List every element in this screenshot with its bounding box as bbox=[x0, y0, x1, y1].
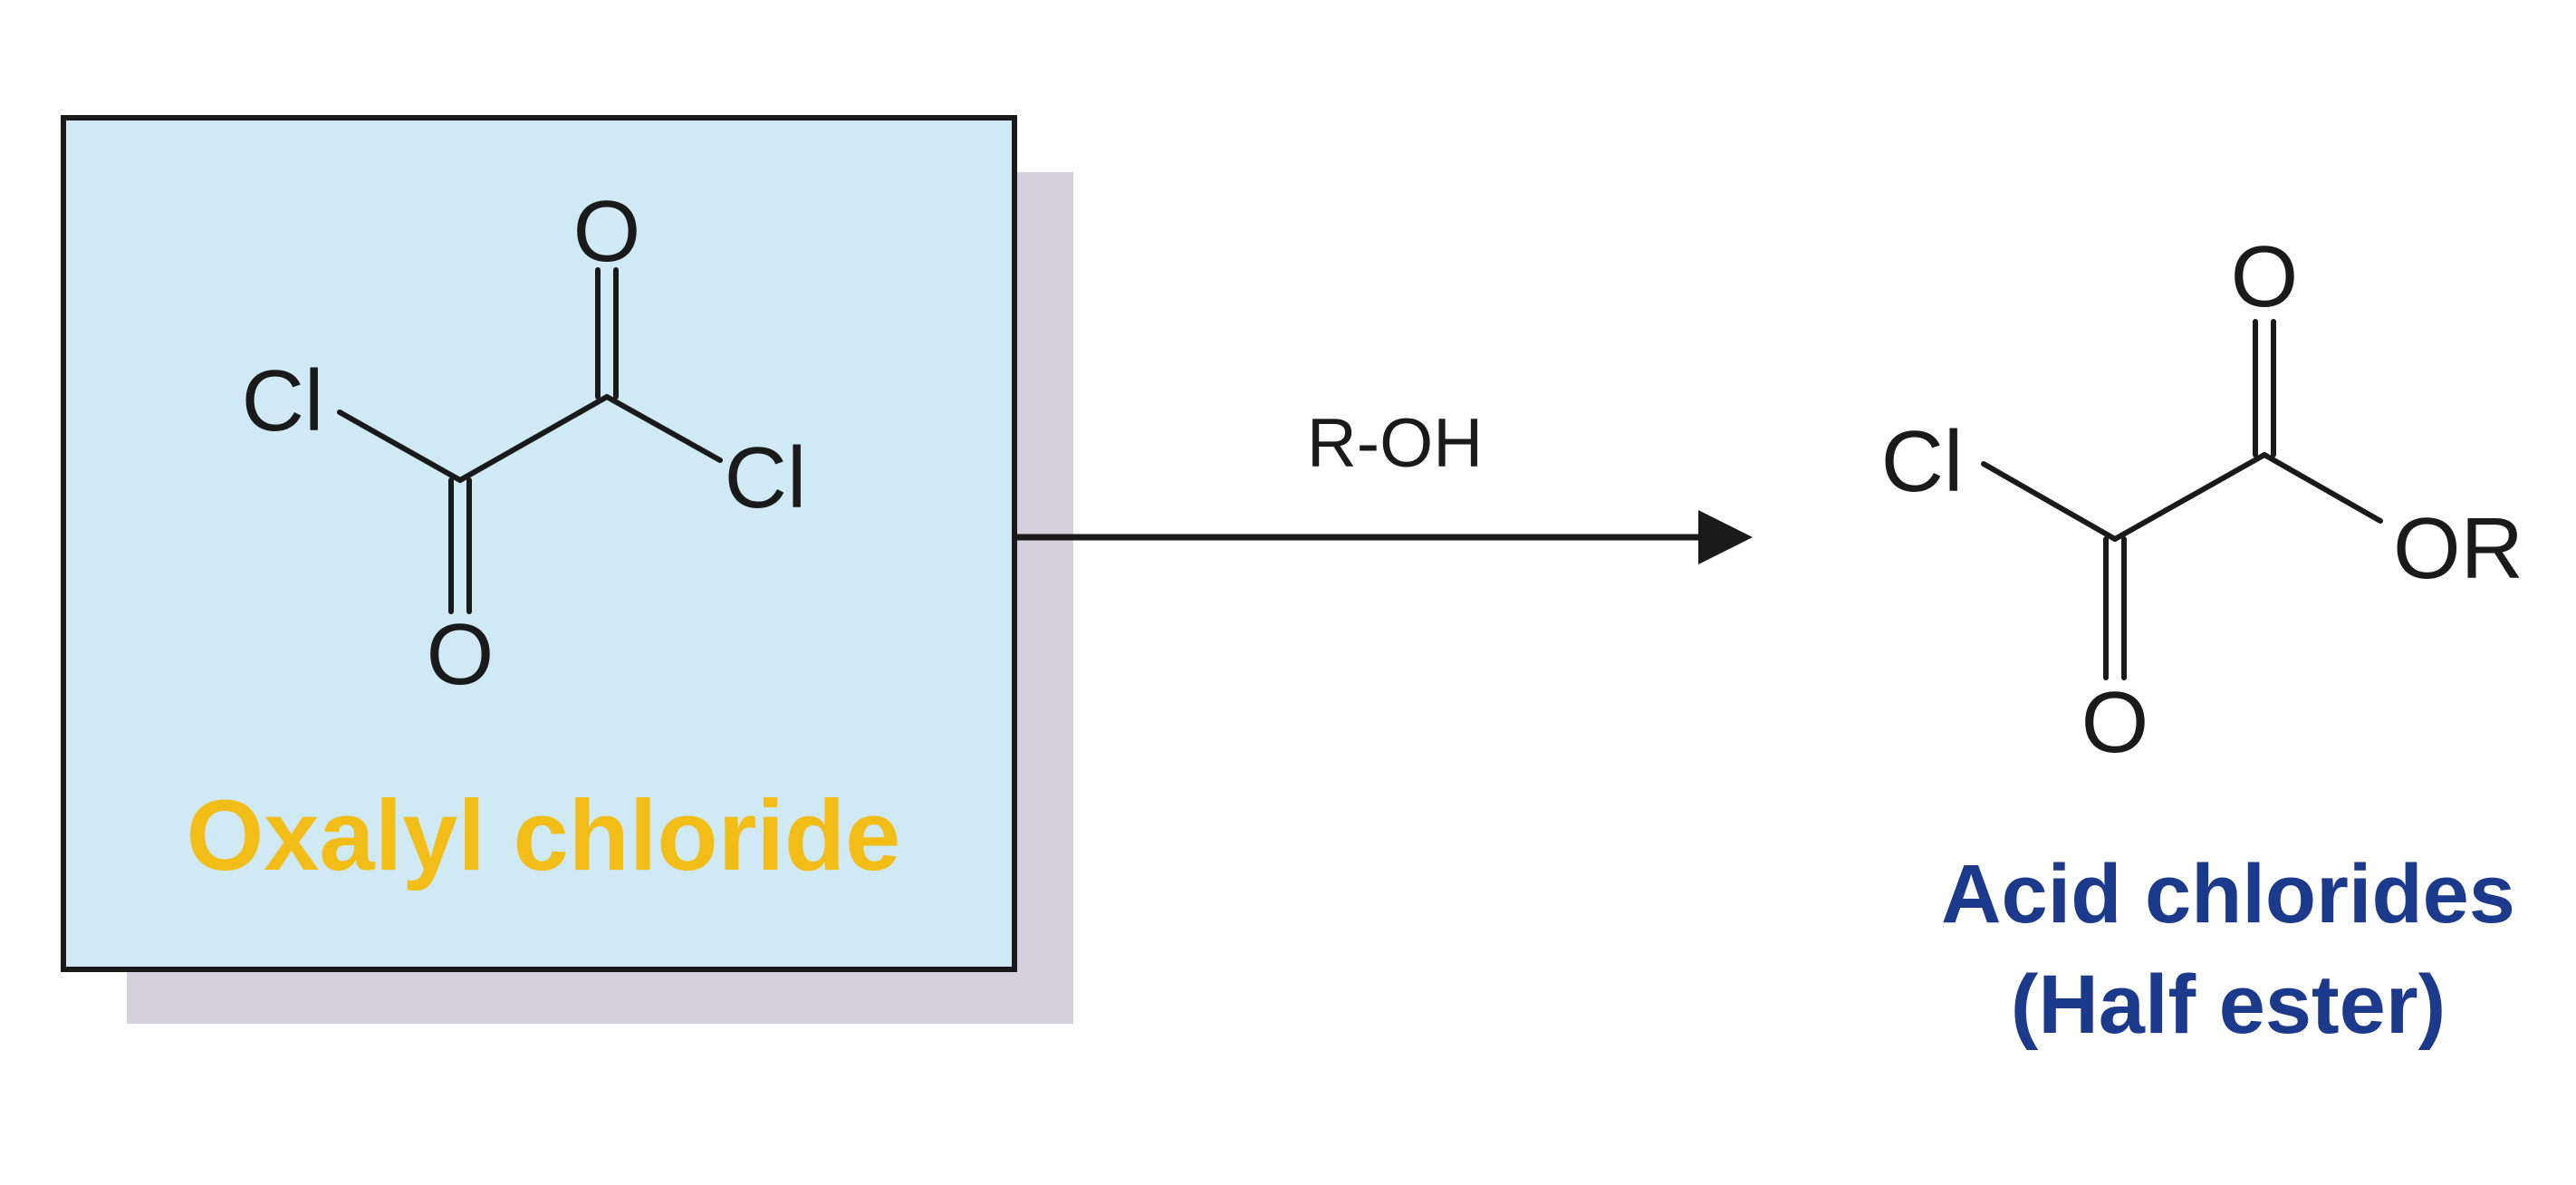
product-caption-line2: (Half ester) bbox=[2011, 959, 2446, 1051]
atom-chlorine-right: Cl bbox=[725, 429, 807, 526]
atom-oxygen-top: O bbox=[2231, 228, 2299, 325]
atom-ester-group: OR bbox=[2393, 500, 2523, 597]
reactant-caption: Oxalyl chloride bbox=[187, 780, 901, 891]
atom-oxygen-bottom: O bbox=[427, 606, 495, 703]
bond-c1-c2 bbox=[2112, 452, 2267, 542]
half-ester-structure: O Cl OR O bbox=[1881, 228, 2523, 771]
oxalyl-chloride-structure: O Cl Cl O bbox=[242, 183, 807, 703]
reactant-panel: O Cl Cl O Oxalyl chloride bbox=[61, 115, 1073, 1024]
bond-c2-cl bbox=[604, 394, 723, 463]
atom-oxygen-bottom: O bbox=[2081, 674, 2149, 771]
bond-cl-c1 bbox=[337, 409, 463, 483]
bond-c2-o bbox=[2262, 452, 2383, 524]
product-panel: O Cl OR O Acid chlorides (Half ester) bbox=[1881, 228, 2523, 1051]
bond-c1-c2 bbox=[457, 394, 610, 483]
arrow-head bbox=[1698, 510, 1753, 564]
atom-chlorine-left: Cl bbox=[242, 352, 324, 449]
reactant-box bbox=[61, 115, 1017, 972]
reagent-label: R-OH bbox=[1307, 405, 1483, 482]
bond-cl-c1 bbox=[1981, 461, 2118, 542]
atom-oxygen-top: O bbox=[573, 183, 641, 280]
atom-chlorine-left: Cl bbox=[1881, 413, 1964, 510]
product-caption-line1: Acid chlorides bbox=[1941, 848, 2515, 940]
reaction-arrow: R-OH bbox=[1014, 405, 1753, 564]
